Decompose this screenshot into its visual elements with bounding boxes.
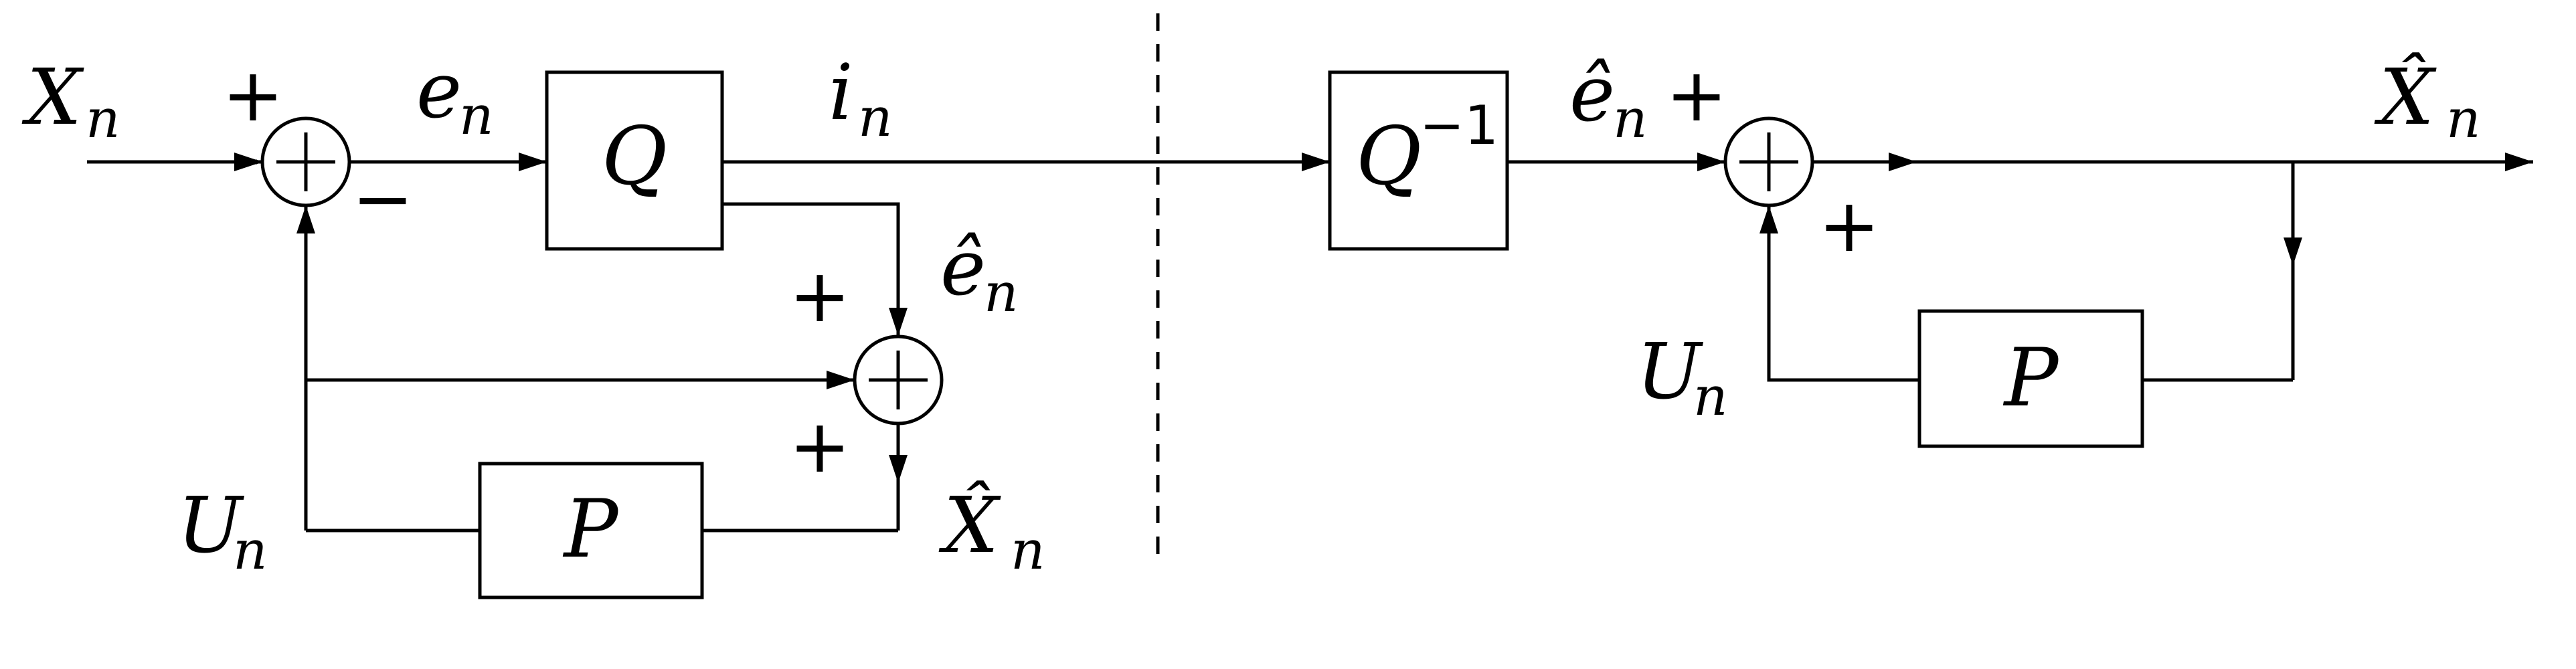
svg-text:n: n — [984, 262, 1019, 324]
arrowhead — [889, 308, 908, 336]
predictor-decoder-label: P — [2003, 332, 2060, 425]
summing-junction-2 — [853, 334, 944, 425]
predictor-encoder-label: P — [563, 483, 620, 576]
svg-text:Q: Q — [1356, 110, 1422, 203]
svg-text:n: n — [2446, 88, 2481, 150]
arrowhead — [1302, 153, 1330, 171]
sum1-minus-sign: − — [352, 156, 414, 242]
svg-text:n: n — [233, 519, 268, 581]
quantizer-label: Q — [602, 110, 667, 203]
svg-text:n: n — [1011, 519, 1045, 581]
predictor-encoder-block — [478, 462, 704, 599]
svg-text:n: n — [858, 86, 893, 149]
error-signal-label: e n — [416, 46, 494, 147]
sum2-left-plus-sign: + — [789, 253, 851, 339]
arrowhead — [1697, 153, 1725, 171]
pred-enc-signal-label: U n — [177, 481, 268, 581]
svg-text:e: e — [416, 46, 462, 136]
sum2-bottom-plus-sign: + — [789, 403, 851, 489]
sum1-plus-sign: + — [222, 52, 284, 138]
quantizer-block — [545, 70, 724, 251]
arrowhead — [2505, 153, 2533, 171]
svg-text:X: X — [21, 53, 84, 142]
arrowhead — [827, 371, 855, 389]
arrowhead — [889, 455, 908, 483]
svg-text:X̂: X̂ — [2374, 52, 2437, 142]
svg-text:n: n — [1693, 365, 1728, 427]
svg-text:X̂: X̂ — [938, 480, 1001, 571]
svg-text:ê: ê — [940, 223, 986, 313]
recon-dec-signal-label: X̂ n — [2374, 52, 2481, 150]
arrowhead — [296, 205, 315, 233]
summing-junction-3 — [1723, 116, 1814, 207]
inverse-quantizer-label: Q −1 — [1356, 94, 1498, 203]
svg-text:ê: ê — [1569, 50, 1615, 139]
svg-text:U: U — [1636, 327, 1704, 417]
svg-text:n: n — [1613, 88, 1648, 150]
error-hat-signal-label: ê n — [940, 223, 1019, 324]
input-signal-label: X n — [21, 53, 120, 150]
sum3-left-plus-sign: + — [1666, 52, 1727, 138]
arrowhead — [1889, 153, 1917, 171]
predictor-decoder-block — [1917, 309, 2144, 448]
inverse-quantizer-block — [1328, 70, 1509, 251]
arrowhead — [234, 153, 262, 171]
sum3-bottom-plus-sign: + — [1818, 183, 1880, 268]
pred-dec-wire — [1767, 205, 1919, 382]
arrowhead — [1759, 205, 1778, 233]
recon-enc-signal-label: X̂ n — [938, 480, 1045, 581]
arrowhead — [519, 153, 547, 171]
error-hat-wire — [722, 202, 900, 336]
svg-text:n: n — [86, 88, 120, 150]
svg-text:−1: −1 — [1420, 94, 1498, 157]
svg-text:U: U — [177, 481, 245, 571]
pred-dec-signal-label: U n — [1636, 327, 1728, 427]
arrowhead — [2284, 237, 2302, 266]
error-hat-dec-signal-label: ê n — [1569, 50, 1648, 150]
index-signal-label: i n — [829, 48, 893, 149]
svg-text:n: n — [459, 84, 494, 147]
svg-text:i: i — [829, 48, 853, 138]
